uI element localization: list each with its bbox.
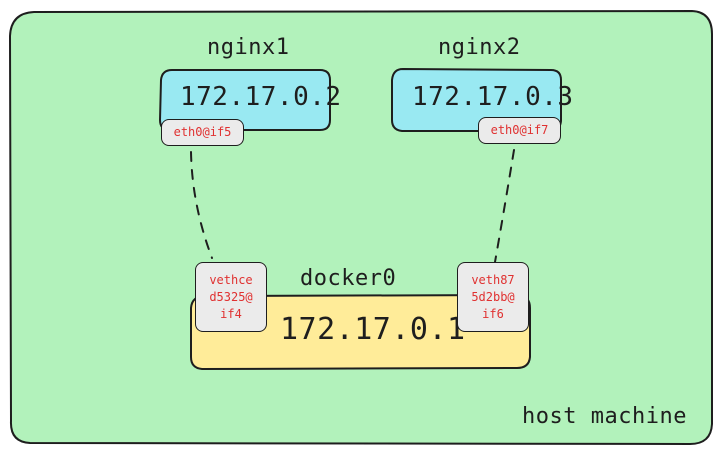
- docker0-ip: 172.17.0.1: [280, 312, 466, 347]
- veth-left-line-1: vethce: [209, 272, 253, 287]
- nginx1-box: [158, 69, 331, 131]
- host-machine-label: host machine: [522, 404, 687, 429]
- veth-left-line-2: d5325@: [209, 289, 253, 304]
- link-nginx2-veth: [494, 149, 515, 263]
- nginx1-eth0-label: eth0@if5: [173, 125, 232, 139]
- veth-left-badge: vethce d5325@ if4: [195, 262, 267, 332]
- nginx2-eth0-label: eth0@if7: [490, 123, 549, 137]
- nginx1-title: nginx1: [207, 35, 290, 60]
- veth-right-line-2: 5d2bb@: [471, 289, 515, 304]
- nginx2-ip: 172.17.0.3: [412, 82, 574, 112]
- veth-right-line-1: veth87: [471, 272, 515, 287]
- veth-left-line-3: if4: [220, 306, 242, 321]
- docker0-title: docker0: [300, 266, 397, 291]
- nginx2-title: nginx2: [438, 35, 521, 60]
- nginx1-eth0-badge: eth0@if5: [161, 119, 244, 146]
- veth-right-line-3: if6: [482, 306, 504, 321]
- link-nginx1-veth: [190, 151, 213, 259]
- host-machine-box: [8, 9, 713, 446]
- nginx1-ip: 172.17.0.2: [180, 82, 342, 112]
- nginx2-eth0-badge: eth0@if7: [478, 117, 561, 144]
- veth-right-badge: veth87 5d2bb@ if6: [457, 262, 529, 332]
